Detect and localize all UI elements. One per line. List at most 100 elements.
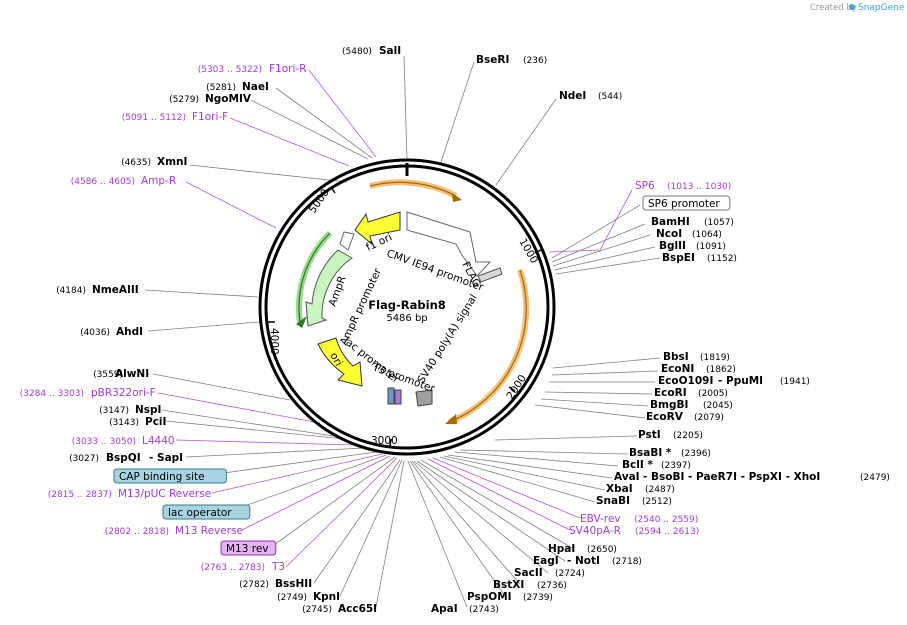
site-nspi: NspI	[135, 404, 161, 416]
primer-sv40pa-r-position: (2594 .. 2613)	[635, 527, 699, 537]
site-ncoi-position: (1064)	[692, 230, 722, 240]
primer-sv40pa-r: SV40pA-R	[569, 525, 621, 537]
tick-5000: 5000	[307, 187, 332, 216]
lac-operator-tag-box	[162, 504, 251, 520]
site-econi-position: (1862)	[706, 365, 736, 375]
tick-3000: 3000	[371, 435, 398, 447]
site-bamhi: BamHI	[651, 216, 690, 228]
primer-pbr322ori-f: pBR322ori-F	[91, 387, 156, 399]
f1-ori-arrow	[354, 211, 401, 246]
snapgene-logo-icon	[849, 4, 855, 10]
primer-f1ori-r-position: (5303 .. 5322)	[198, 65, 262, 75]
site-snabi-position: (2512)	[642, 497, 672, 507]
flag-arrow	[477, 267, 503, 283]
site-avai-aliases: - BsoBI - PaeR7I - PspXI - XhoI	[643, 471, 820, 483]
tick-4000: 4000	[268, 328, 280, 355]
site-labels: SalI(5480)BseRI(236)NdeI(544)SP6(1013 ..…	[20, 45, 890, 615]
site-psti-position: (2205)	[673, 431, 703, 441]
primer-pbr322ori-f-position: (3284 .. 3303)	[20, 389, 84, 399]
primer-f1ori-r: F1ori-R	[269, 63, 306, 75]
site-acc65i-position: (2745)	[302, 605, 332, 615]
site-naei-position: (5281)	[206, 83, 236, 93]
plasmid-backbone-outer	[258, 158, 556, 456]
site-bglii: BglII	[659, 240, 686, 252]
site-econi: EcoNI	[661, 363, 694, 375]
site-ndei-position: (544)	[598, 92, 622, 102]
site-avai: AvaI	[614, 471, 640, 483]
m13-rev-tag-box	[220, 540, 277, 556]
primer-t3-position: (2763 .. 2783)	[201, 563, 265, 573]
sp6-promoter-tag-box	[642, 195, 731, 211]
site-hpai-position: (2650)	[587, 545, 617, 555]
plasmid-size: 5486 bp	[386, 313, 427, 324]
site-bspqi-aliases: - SapI	[149, 452, 183, 464]
site-eagi-position: (2718)	[612, 557, 642, 567]
site-nmeaiii-position: (4184)	[56, 286, 86, 296]
primer-l4440-position: (3033 .. 3050)	[72, 437, 136, 447]
site-alwni-position: (3559)	[93, 370, 123, 380]
site-apai-position: (2743)	[469, 605, 499, 615]
site-ngomiv-position: (5279)	[169, 95, 199, 105]
site-ngomiv: NgoMIV	[205, 93, 252, 105]
primer-sp6: SP6	[635, 180, 655, 192]
primer-ebv-rev: EBV-rev	[580, 513, 621, 525]
plasmid-name: Flag-Rabin8	[368, 298, 446, 312]
cap-binding-site-box	[387, 387, 395, 405]
primer-f1ori-f: F1ori-F	[192, 111, 228, 123]
site-snabi: SnaBI	[596, 495, 630, 507]
primer-t3: T3	[271, 561, 285, 573]
primer-sp6-position: (1013 .. 1030)	[667, 182, 731, 192]
site-alwni: AlwNI	[115, 368, 149, 380]
site-apai: ApaI	[431, 603, 458, 615]
primer-m13-reverse: M13 Reverse	[175, 525, 243, 537]
site-acc65i: Acc65I	[338, 603, 377, 615]
site-sacii: SacII	[514, 567, 543, 579]
site-bbsi-position: (1819)	[700, 353, 730, 363]
site-ndei: NdeI	[559, 90, 586, 102]
site-psti: PstI	[638, 429, 661, 441]
lac-operator-tag: lac operator	[168, 507, 232, 519]
site-xmni-position: (4635)	[121, 158, 151, 168]
tick-marks	[268, 186, 542, 447]
site-naei: NaeI	[242, 81, 269, 93]
ori-label: ori	[327, 351, 344, 369]
primer-m13-puc-reverse: M13/pUC Reverse	[118, 488, 211, 500]
site-ecori: EcoRI	[654, 387, 687, 399]
site-bmgbi-position: (2045)	[703, 401, 733, 411]
ampr-promoter-arrow	[339, 231, 355, 251]
site-ecoo109i-aliases: - PpuMI	[718, 375, 763, 387]
primer-m13-reverse-position: (2802 .. 2818)	[105, 527, 169, 537]
feature-arc-right-arrowhead	[445, 414, 457, 424]
primer-m13-puc-reverse-position: (2815 .. 2837)	[48, 490, 112, 500]
site-bspei-position: (1152)	[707, 254, 737, 264]
primer-f1ori-f-position: (5091 .. 5112)	[122, 113, 186, 123]
site-bsshii: BssHII	[275, 578, 312, 590]
site-bspei: BspEI	[662, 252, 695, 264]
site-bglii-position: (1091)	[696, 242, 726, 252]
site-ahdi: AhdI	[116, 326, 143, 338]
sp6-promoter-tag: SP6 promoter	[648, 198, 720, 210]
snapgene-credit: Created by SnapGene	[810, 3, 905, 13]
lac-operator-box	[394, 389, 402, 405]
site-kpni-position: (2749)	[277, 593, 307, 603]
site-bsabi-position: (2396)	[681, 449, 711, 459]
site-pspomi: PspOMI	[467, 591, 512, 603]
primer-l4440: L4440	[142, 435, 175, 447]
site-bcli-position: (2397)	[661, 461, 691, 471]
site-ecori-position: (2005)	[698, 389, 728, 399]
feature-arc-top-highlight	[369, 179, 458, 199]
site-kpni: KpnI	[313, 591, 340, 603]
site-xmni: XmnI	[157, 156, 187, 168]
site-sacii-position: (2724)	[555, 569, 585, 579]
cmv-promoter-arrow	[406, 211, 492, 277]
credit-brand: SnapGene	[858, 3, 905, 13]
site-eagi-aliases: - NotI	[567, 555, 600, 567]
site-pcii: PciI	[145, 416, 166, 428]
credit-prefix: Created by	[810, 3, 857, 13]
site-nmeaiii: NmeAIII	[92, 284, 139, 296]
site-hpai: HpaI	[548, 543, 575, 555]
site-eagi: EagI	[533, 555, 559, 567]
site-avai-position: (2479)	[860, 473, 890, 483]
primer-ebv-rev-position: (2540 .. 2559)	[634, 515, 698, 525]
